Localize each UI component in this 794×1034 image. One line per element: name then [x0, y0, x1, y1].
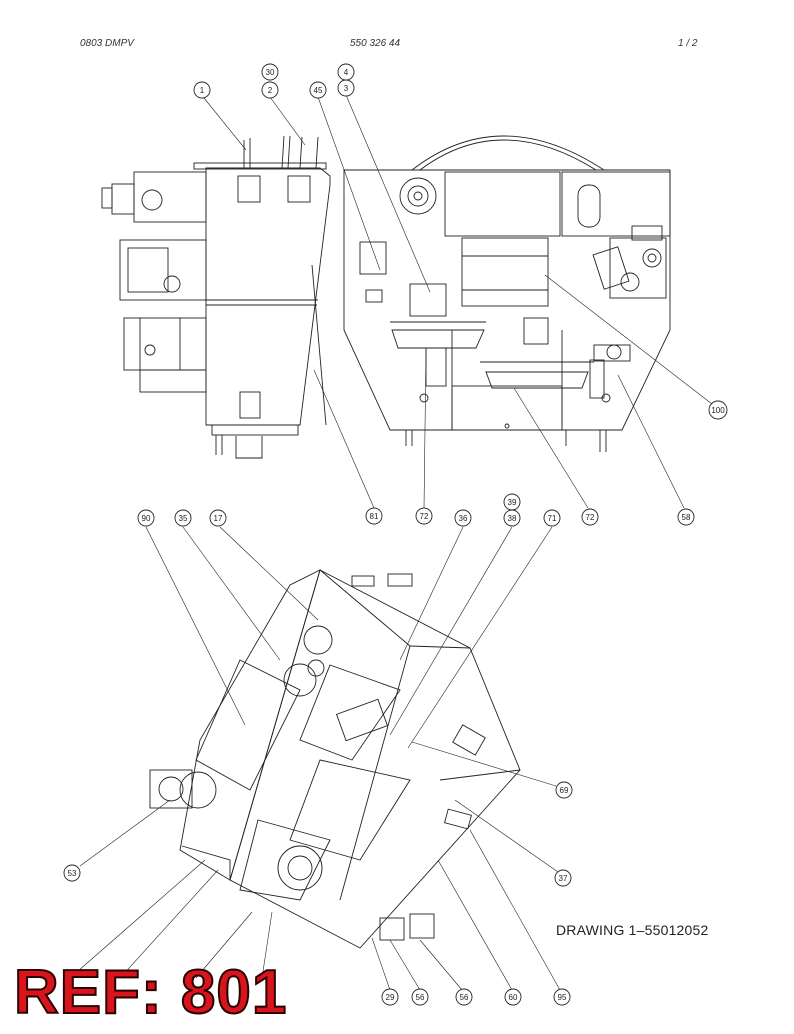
- svg-text:81: 81: [370, 512, 379, 521]
- callout-36: 36: [454, 509, 472, 527]
- callout-81: 81: [365, 507, 383, 525]
- callout-17: 17: [209, 509, 227, 527]
- callout-72-b: 72: [581, 508, 599, 526]
- callout-58: 58: [677, 508, 695, 526]
- svg-text:72: 72: [420, 512, 429, 521]
- svg-text:35: 35: [179, 514, 188, 523]
- callout-69: 69: [555, 781, 573, 799]
- svg-text:4: 4: [344, 68, 349, 77]
- svg-text:69: 69: [560, 786, 569, 795]
- svg-text:39: 39: [508, 498, 517, 507]
- callout-100: 100: [708, 400, 728, 420]
- svg-text:56: 56: [460, 993, 469, 1002]
- svg-text:72: 72: [586, 513, 595, 522]
- callout-56-b: 56: [455, 988, 473, 1006]
- callouts: 1 30 2 45 4 3 100 81 72 72 58 90 35 17 3…: [63, 63, 728, 1006]
- callout-56-a: 56: [411, 988, 429, 1006]
- svg-text:37: 37: [559, 874, 568, 883]
- svg-text:56: 56: [416, 993, 425, 1002]
- side-view: [101, 135, 331, 459]
- callout-35: 35: [174, 509, 192, 527]
- callout-38: 38: [503, 509, 521, 527]
- svg-text:71: 71: [548, 514, 557, 523]
- callout-72-a: 72: [415, 507, 433, 525]
- svg-text:1: 1: [200, 86, 205, 95]
- svg-text:3: 3: [344, 84, 349, 93]
- callout-39: 39: [503, 493, 521, 511]
- svg-text:95: 95: [558, 993, 567, 1002]
- svg-text:53: 53: [68, 869, 77, 878]
- svg-text:100: 100: [711, 406, 725, 415]
- header-model: 0803 DMPV: [80, 38, 134, 49]
- svg-text:60: 60: [509, 993, 518, 1002]
- callout-37: 37: [554, 869, 572, 887]
- svg-text:17: 17: [214, 514, 223, 523]
- callout-53: 53: [63, 864, 81, 882]
- svg-text:30: 30: [266, 68, 275, 77]
- svg-text:58: 58: [682, 513, 691, 522]
- isometric-view: [149, 569, 521, 949]
- callout-30: 30: [261, 63, 279, 81]
- header-part-number: 550 326 44: [350, 38, 401, 49]
- callout-71: 71: [543, 509, 561, 527]
- callout-3: 3: [337, 79, 355, 97]
- svg-text:29: 29: [386, 993, 395, 1002]
- callout-90: 90: [137, 509, 155, 527]
- callout-60: 60: [504, 988, 522, 1006]
- header-page-number: 1 / 2: [678, 38, 698, 49]
- callout-1: 1: [193, 81, 211, 99]
- callout-45: 45: [309, 81, 327, 99]
- drawing-title: DRAWING 1–55012052: [556, 922, 709, 938]
- leader-lines: [69, 94, 713, 991]
- svg-text:90: 90: [142, 514, 151, 523]
- callout-4: 4: [337, 63, 355, 81]
- svg-text:2: 2: [268, 86, 273, 95]
- callout-2: 2: [261, 81, 279, 99]
- svg-text:36: 36: [459, 514, 468, 523]
- ref-stamp: REF: 801: [13, 958, 288, 1027]
- svg-text:45: 45: [314, 86, 323, 95]
- callout-29: 29: [381, 988, 399, 1006]
- callout-95: 95: [553, 988, 571, 1006]
- front-view: [343, 135, 671, 452]
- svg-text:38: 38: [508, 514, 517, 523]
